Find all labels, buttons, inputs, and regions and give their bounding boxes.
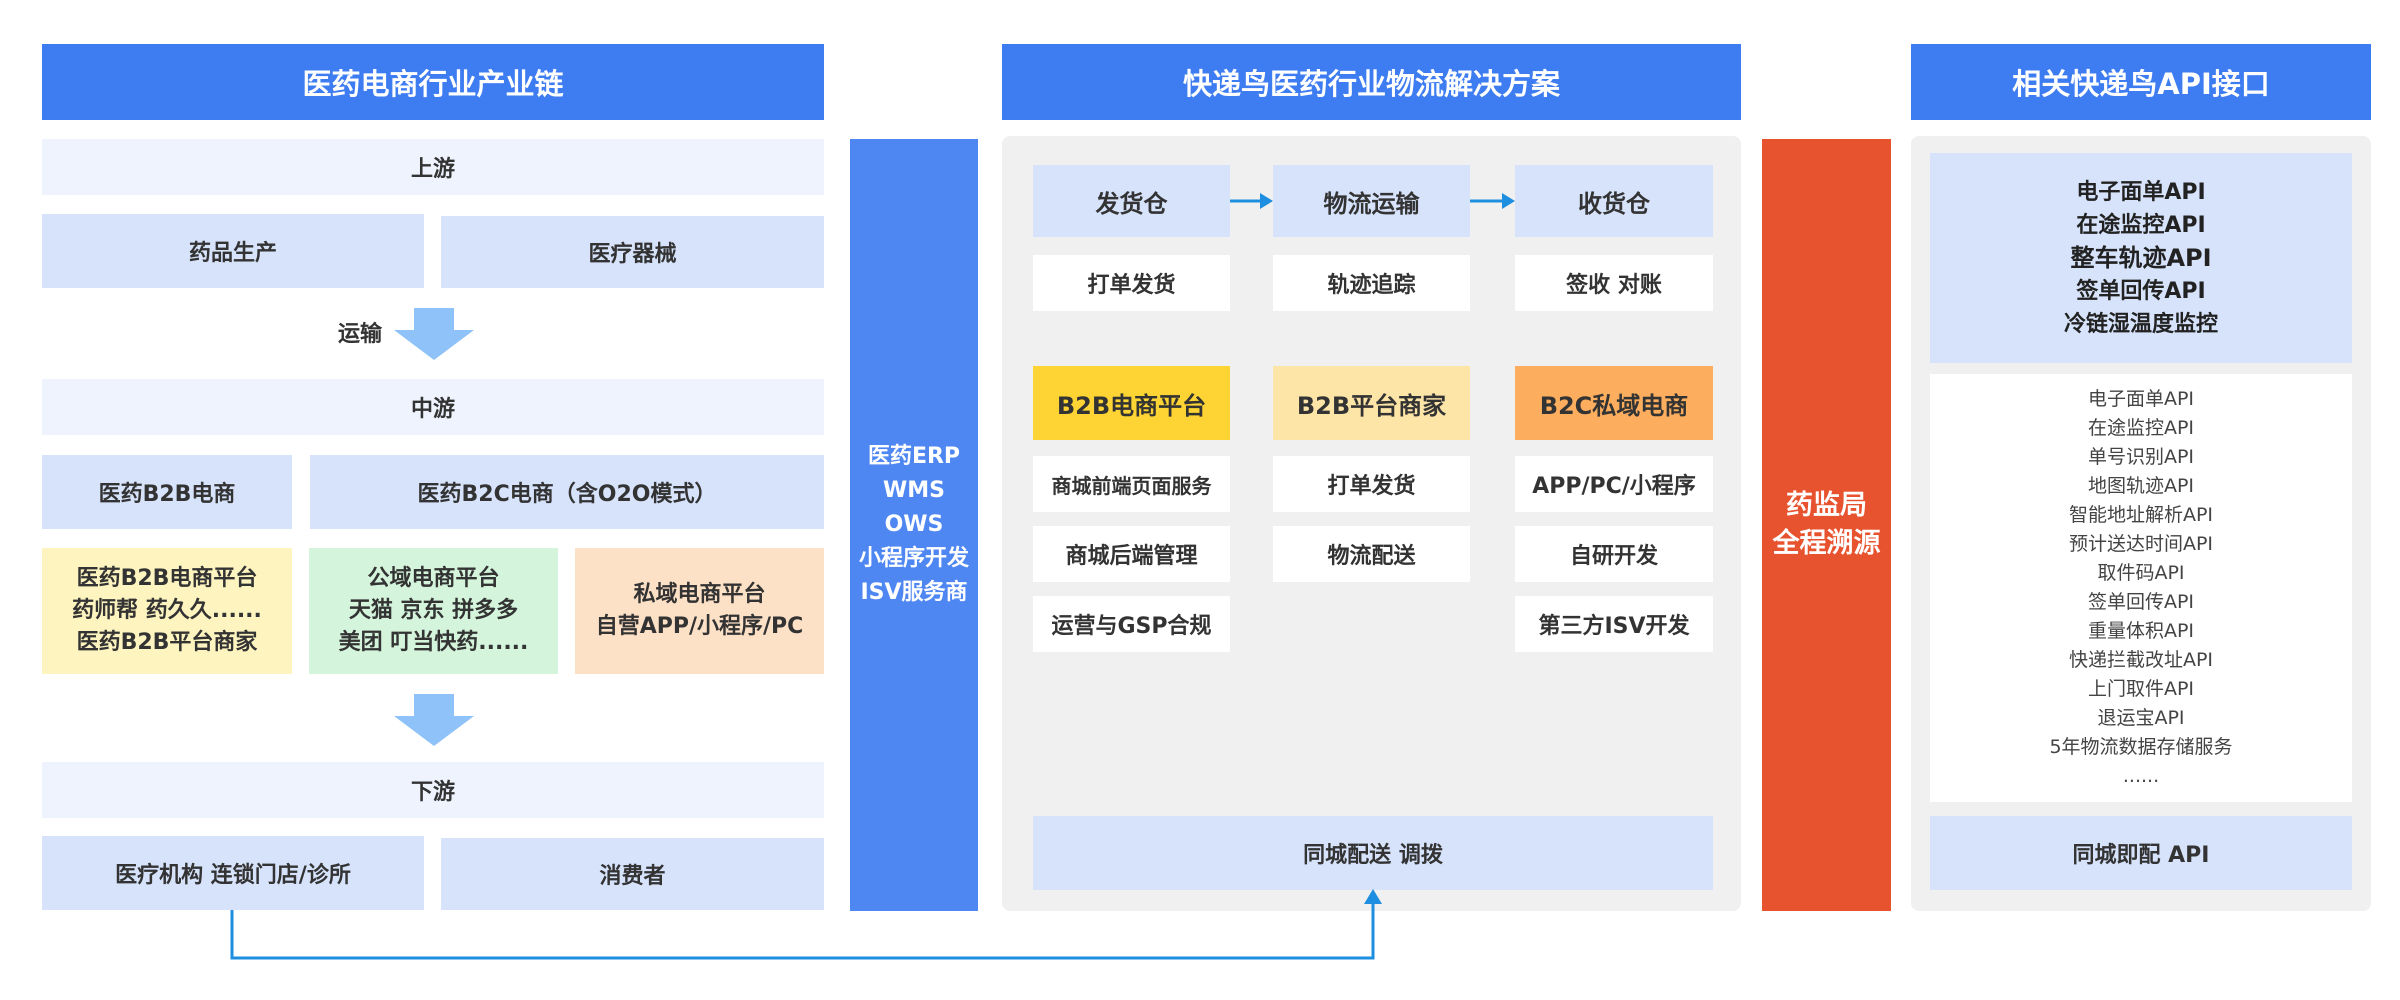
right-arrow-icon — [1470, 193, 1515, 209]
core-api-item: 冷链湿温度监控 — [2063, 311, 2218, 337]
down-arrow-icon — [394, 694, 474, 746]
shipping-warehouse-box: 发货仓 — [1033, 165, 1230, 237]
same-city-delivery-box: 同城配送 调拨 — [1033, 816, 1713, 890]
api-list-item: 地图轨迹API — [2087, 475, 2195, 497]
api-list-item: 单号识别API — [2087, 446, 2195, 468]
api-list-item: 上门取件API — [2087, 678, 2195, 700]
right-arrow-icon — [1230, 193, 1273, 209]
private-platforms-box: 私域电商平台 自营APP/小程序/PC — [575, 548, 824, 674]
medical-devices-box: 医疗器械 — [441, 216, 824, 288]
b2b-platform-title: B2B电商平台 — [1033, 366, 1230, 440]
third-party-isv-box: 第三方ISV开发 — [1515, 596, 1713, 652]
drug-production-box: 药品生产 — [42, 214, 424, 288]
core-api-item: 电子面单API — [2076, 179, 2206, 205]
receiving-warehouse-box: 收货仓 — [1515, 165, 1713, 237]
api-list-item: ...... — [2122, 765, 2160, 787]
solution-panel — [1002, 136, 1741, 911]
medical-institutions-box: 医疗机构 连锁门店/诊所 — [42, 836, 424, 910]
erp-isv-column: 医药ERP WMS OWS 小程序开发 ISV服务商 — [850, 139, 978, 911]
downstream-band: 下游 — [42, 762, 824, 818]
print-ship-box: 打单发货 — [1033, 255, 1230, 311]
api-list-item: 智能地址解析API — [2068, 504, 2214, 526]
core-api-item: 签单回传API — [2076, 278, 2206, 304]
api-list-item: 预计送达时间API — [2068, 533, 2214, 555]
erp-item: WMS — [882, 478, 945, 503]
logistics-delivery-box: 物流配送 — [1273, 526, 1470, 582]
api-list-item: 退运宝API — [2097, 707, 2185, 729]
supervision-line: 全程溯源 — [1772, 528, 1881, 559]
b2b-platforms-line: 医药B2B电商平台 — [76, 566, 258, 591]
consumers-box: 消费者 — [441, 838, 824, 910]
track-trace-box: 轨迹追踪 — [1273, 255, 1470, 311]
solution-header: 快递鸟医药行业物流解决方案 — [1002, 44, 1741, 120]
transport-label: 运输 — [338, 322, 383, 347]
erp-item: OWS — [884, 512, 944, 537]
b2c-private-title: B2C私域电商 — [1515, 366, 1713, 440]
erp-item: ISV服务商 — [860, 580, 968, 605]
app-pc-miniprogram-box: APP/PC/小程序 — [1515, 456, 1713, 512]
api-list-item: 5年物流数据存储服务 — [2049, 736, 2233, 758]
sign-reconcile-box: 签收 对账 — [1515, 255, 1713, 311]
api-list-item: 电子面单API — [2087, 388, 2195, 410]
self-development-box: 自研开发 — [1515, 526, 1713, 582]
drug-supervision-column: 药监局 全程溯源 — [1762, 139, 1891, 911]
b2b-ecommerce-box: 医药B2B电商 — [42, 455, 292, 529]
b2c-ecommerce-box: 医药B2C电商（含O2O模式） — [310, 455, 824, 529]
gsp-compliance-box: 运营与GSP合规 — [1033, 596, 1230, 652]
public-platforms-line: 美团 叮当快药...... — [338, 630, 529, 655]
public-platforms-line: 公域电商平台 — [367, 566, 500, 591]
erp-item: 医药ERP — [867, 444, 961, 469]
private-platforms-line: 自营APP/小程序/PC — [595, 614, 804, 639]
storefront-service-box: 商城前端页面服务 — [1033, 456, 1230, 512]
api-list-item: 签单回传API — [2087, 591, 2195, 613]
upstream-band: 上游 — [42, 139, 824, 195]
api-list-item: 取件码API — [2097, 562, 2185, 584]
b2b-platforms-line: 药师帮 药久久...... — [72, 598, 262, 623]
public-platforms-box: 公域电商平台 天猫 京东 拼多多 美团 叮当快药...... — [309, 548, 558, 674]
erp-item: 小程序开发 — [858, 546, 969, 571]
logistics-transport-box: 物流运输 — [1273, 165, 1470, 237]
api-list-box: 电子面单API 在途监控API 单号识别API 地图轨迹API 智能地址解析AP… — [1930, 374, 2352, 802]
core-api-box: 电子面单API 在途监控API 整车轨迹API 签单回传API 冷链湿温度监控 — [1930, 153, 2352, 363]
b2b-platforms-box: 医药B2B电商平台 药师帮 药久久...... 医药B2B平台商家 — [42, 548, 292, 674]
b2b-merchant-title: B2B平台商家 — [1273, 366, 1470, 440]
midstream-band: 中游 — [42, 379, 824, 435]
down-arrow-icon — [394, 308, 474, 360]
api-list-item: 重量体积API — [2087, 620, 2195, 642]
industry-chain-header: 医药电商行业产业链 — [42, 44, 824, 120]
same-city-api-box: 同城即配 API — [1930, 816, 2352, 890]
merchant-print-ship-box: 打单发货 — [1273, 456, 1470, 512]
api-list-item: 快递拦截改址API — [2068, 649, 2214, 671]
api-list-item: 在途监控API — [2087, 417, 2195, 439]
supervision-line: 药监局 — [1786, 490, 1867, 521]
core-api-item: 在途监控API — [2076, 212, 2206, 238]
public-platforms-line: 天猫 京东 拼多多 — [348, 598, 519, 623]
api-header: 相关快递鸟API接口 — [1911, 44, 2371, 120]
backend-management-box: 商城后端管理 — [1033, 526, 1230, 582]
b2b-platforms-line: 医药B2B平台商家 — [76, 630, 258, 655]
private-platforms-line: 私域电商平台 — [633, 582, 766, 607]
core-api-item: 整车轨迹API — [2070, 243, 2212, 272]
